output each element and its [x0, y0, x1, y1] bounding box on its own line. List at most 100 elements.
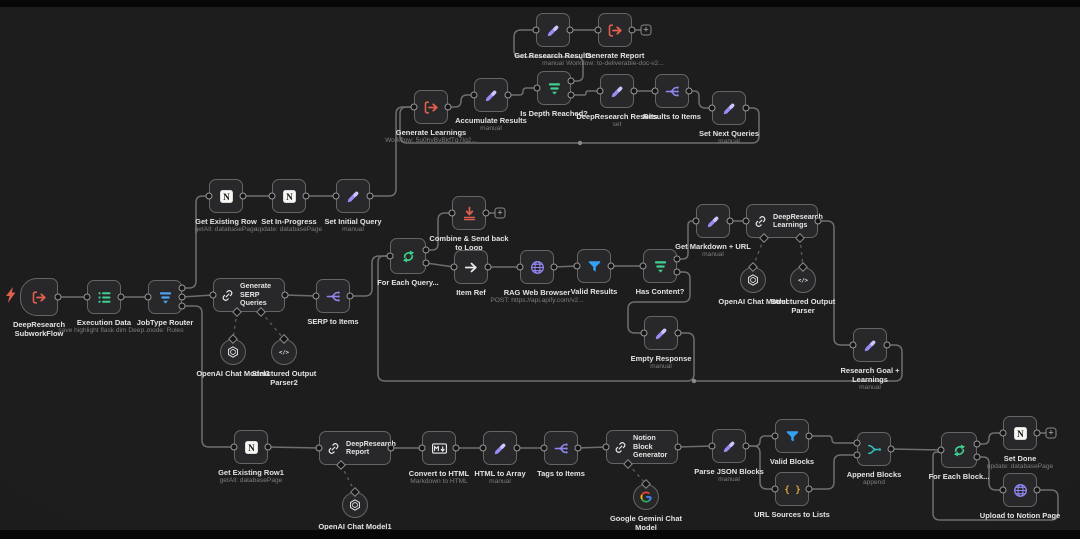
input-port[interactable] [450, 263, 458, 271]
node-get-research-results[interactable] [536, 13, 570, 47]
input-port[interactable] [410, 103, 418, 111]
input-port[interactable] [708, 104, 716, 112]
input-port[interactable] [83, 293, 91, 301]
output-port[interactable] [482, 209, 490, 217]
output-port[interactable] [422, 259, 430, 267]
input-port[interactable] [470, 91, 478, 99]
output-port[interactable] [805, 432, 813, 440]
connection[interactable] [267, 446, 320, 449]
output-port[interactable] [883, 341, 891, 349]
connection[interactable] [746, 435, 775, 447]
output-port[interactable] [630, 87, 638, 95]
input-port[interactable] [594, 26, 602, 34]
node-set-next-queries[interactable] [712, 91, 746, 125]
output-port[interactable] [452, 444, 460, 452]
input-port[interactable] [639, 262, 647, 270]
output-port[interactable] [973, 440, 981, 448]
output-port[interactable] [566, 26, 574, 34]
ai-connection[interactable] [752, 237, 765, 268]
input-port[interactable] [144, 293, 152, 301]
input-port[interactable] [849, 341, 857, 349]
input-port[interactable] [853, 451, 861, 459]
ai-connection[interactable] [260, 311, 285, 340]
node-deepresearch-report[interactable]: DeepResearch Report [319, 431, 396, 465]
output-port[interactable] [54, 293, 62, 301]
node-serp-to-items[interactable] [316, 279, 350, 313]
node-accumulate-results[interactable] [474, 78, 508, 112]
connection[interactable] [694, 344, 903, 382]
output-port[interactable] [422, 246, 430, 254]
input-port[interactable] [532, 26, 540, 34]
connection[interactable] [377, 255, 695, 382]
connection[interactable] [977, 432, 1003, 445]
input-port[interactable] [771, 432, 779, 440]
node-rag-web-browser[interactable] [520, 250, 554, 284]
output-port[interactable] [513, 444, 521, 452]
output-port[interactable] [567, 91, 575, 99]
node-deepresearch-subworkflow[interactable] [20, 278, 58, 316]
input-port[interactable] [230, 443, 238, 451]
node-set-in-progress[interactable]: N [272, 179, 306, 213]
connection[interactable] [350, 255, 390, 297]
node-item-ref[interactable] [454, 250, 488, 284]
input-port[interactable] [418, 444, 426, 452]
connection[interactable] [181, 294, 214, 298]
output-port[interactable] [239, 192, 247, 200]
output-port[interactable] [742, 104, 750, 112]
connection[interactable] [370, 106, 414, 197]
output-port[interactable] [178, 293, 186, 301]
node-tags-to-items[interactable] [544, 431, 578, 465]
add-node-endpoint[interactable]: + [494, 207, 506, 219]
node-valid-blocks[interactable] [775, 419, 809, 453]
output-port[interactable] [346, 292, 354, 300]
node-set-done[interactable]: N [1003, 416, 1037, 450]
input-port[interactable] [999, 429, 1007, 437]
output-port[interactable] [673, 255, 681, 263]
node-convert-to-html[interactable] [422, 431, 456, 465]
node-results-to-items[interactable] [655, 74, 689, 108]
input-port[interactable] [448, 209, 456, 217]
connection[interactable] [513, 29, 584, 82]
input-port[interactable] [386, 252, 394, 260]
connection[interactable] [426, 212, 452, 251]
input-port[interactable] [999, 486, 1007, 494]
input-port[interactable] [516, 263, 524, 271]
node-jobtype-router[interactable] [148, 280, 182, 314]
connection[interactable] [571, 90, 600, 96]
connection[interactable] [627, 271, 691, 334]
node-execution-data[interactable] [87, 280, 121, 314]
input-port[interactable] [533, 84, 541, 92]
node-append-blocks[interactable] [857, 432, 891, 466]
output-port[interactable] [178, 302, 186, 310]
connection[interactable] [677, 445, 713, 448]
node-deepresearch-learnings[interactable]: DeepResearch Learnings [746, 204, 823, 238]
output-port[interactable] [674, 443, 682, 451]
output-port[interactable] [1033, 429, 1041, 437]
connection[interactable] [284, 294, 317, 297]
output-port[interactable] [484, 263, 492, 271]
connection[interactable] [746, 445, 775, 490]
connection[interactable] [182, 195, 209, 289]
input-port[interactable] [651, 87, 659, 95]
input-port[interactable] [209, 291, 217, 299]
node-research-goal-learnings[interactable] [853, 328, 887, 362]
add-node-endpoint[interactable]: + [640, 24, 652, 36]
connection[interactable] [809, 454, 857, 490]
input-port[interactable] [937, 446, 945, 454]
connection[interactable] [977, 456, 1003, 491]
node-empty-response[interactable] [644, 316, 678, 350]
input-port[interactable] [312, 292, 320, 300]
connection[interactable] [577, 446, 607, 449]
node-generate-serp-queries[interactable]: Generate SERP Queries [213, 278, 285, 312]
node-deepresearch-results[interactable] [600, 74, 634, 108]
connection[interactable] [890, 448, 942, 451]
node-notion-block-generator[interactable]: Notion Block Generator [606, 430, 678, 464]
node-is-depth-reached[interactable] [537, 71, 571, 105]
node-get-markdown-url[interactable] [696, 204, 730, 238]
output-port[interactable] [805, 485, 813, 493]
input-port[interactable] [268, 192, 276, 200]
connection[interactable] [689, 90, 712, 109]
output-port[interactable] [504, 91, 512, 99]
ai-connection[interactable] [340, 464, 356, 493]
node-get-existing-row1[interactable]: N [234, 430, 268, 464]
